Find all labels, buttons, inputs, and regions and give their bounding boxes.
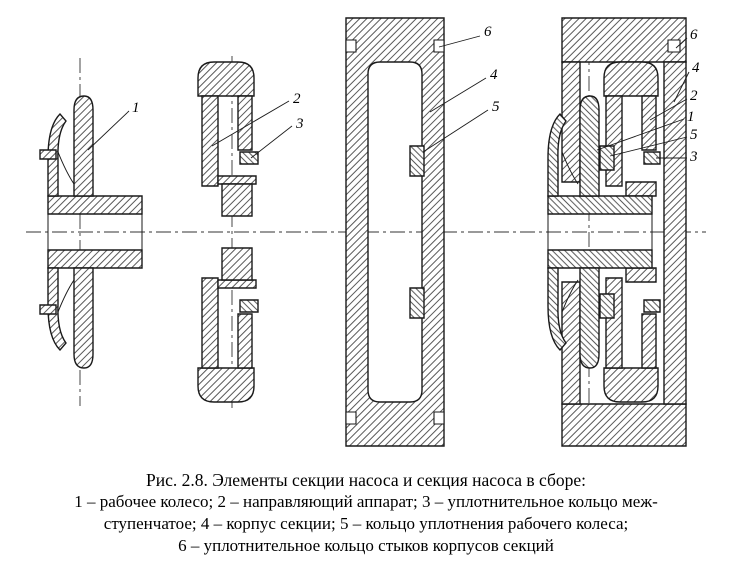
assembly-diffuser-rim-upper [603, 61, 659, 97]
assembly-diffuser-left-wall-lower [605, 277, 623, 369]
view-impeller: 1 [39, 95, 143, 369]
impeller-seal-ring-in-casing-lower [409, 287, 425, 319]
diffuser-rim-upper [197, 61, 255, 97]
casing-joint-groove-top-left [345, 39, 357, 53]
assembly-leader-5 [609, 136, 688, 157]
part-label-3: 3 [295, 116, 304, 132]
view-casing: 6 4 5 [345, 17, 500, 447]
assembly-impeller-shroud-upper [547, 112, 567, 197]
leader-line-5 [422, 109, 489, 153]
assembly-leader-1 [596, 118, 685, 151]
impeller-back-shroud-lower [73, 267, 94, 369]
figure-caption: Рис. 2.8. Элементы секции насоса и секци… [0, 470, 732, 556]
impeller-hub-lower-wall [47, 249, 143, 269]
assembly-leader-2 [649, 98, 688, 121]
leader-line-4 [429, 77, 487, 113]
impeller-front-shroud-lower [47, 267, 67, 352]
assembly-casing-top-band [561, 17, 687, 63]
assembly-impeller-blade-edges [561, 151, 579, 313]
part-label-6: 6 [484, 24, 492, 40]
casing-ring-body [345, 17, 445, 447]
casing-joint-groove-top-right [433, 39, 445, 53]
leader-line-2 [211, 100, 290, 147]
impeller-back-shroud-upper [73, 95, 94, 197]
interstage-seal-ring-upper [239, 151, 259, 165]
casing-joint-groove-bottom-right [433, 411, 445, 425]
diffuser-flange-upper [217, 175, 257, 185]
impeller-seal-step-lower [39, 304, 57, 315]
assembly-leader-4 [673, 71, 690, 103]
assembly-casing-left-wall-lower [561, 281, 581, 405]
assembly-interstage-ring-upper [643, 151, 661, 165]
diffuser-flange-lower [217, 279, 257, 289]
part-label-1: 1 [132, 100, 140, 116]
assembly-diffuser-right-wall-lower [641, 313, 657, 369]
caption-line-2: ступенчатое; 4 – корпус секции; 5 – коль… [103, 513, 629, 533]
impeller-front-shroud-upper [47, 112, 67, 197]
assembly-impeller-seal-ring-lower [599, 293, 615, 319]
assembly-impeller-bore-edges [547, 214, 653, 250]
part-label-4: 4 [490, 67, 498, 83]
part-label-2: 2 [293, 91, 301, 107]
diffuser-hub-lower [221, 247, 253, 281]
diffuser-left-wall-lower [201, 277, 219, 369]
assembly-impeller-shroud-lower [547, 267, 567, 352]
caption-title: Рис. 2.8. Элементы секции насоса и секци… [146, 470, 586, 490]
assembly-diffuser-hub-lower [625, 267, 657, 283]
pump-sections-drawing: 1 2 3 [26, 17, 706, 447]
leader-line-3 [250, 125, 293, 159]
assembly-joint-groove [667, 39, 681, 53]
view-diffuser: 2 3 [197, 61, 304, 403]
interstage-seal-ring-lower [239, 299, 259, 313]
assembly-impeller-hub-upper-wall [547, 195, 653, 215]
assembly-label-3: 3 [689, 149, 698, 165]
assembly-impeller-disc-upper [579, 95, 600, 197]
impeller-seal-step-upper [39, 149, 57, 160]
assembly-interstage-ring-lower [643, 299, 661, 313]
leader-line-1 [87, 110, 130, 151]
assembly-label-4: 4 [692, 60, 700, 76]
assembly-diffuser-hub-upper [625, 181, 657, 197]
assembly-impeller-disc-lower [579, 267, 600, 369]
casing-joint-groove-bottom-left [345, 411, 357, 425]
caption-line-1: 1 – рабочее колесо; 2 – направляющий апп… [74, 492, 658, 511]
diffuser-rim-lower [197, 367, 255, 403]
diffuser-right-wall-lower [237, 313, 253, 369]
impeller-hub-upper-wall [47, 195, 143, 215]
assembly-impeller-seal-ring-upper [599, 145, 615, 171]
assembly-casing-right-wall [663, 61, 687, 405]
caption-line-3: 6 – уплотнительное кольцо стыков корпусо… [178, 535, 554, 555]
assembly-label-5: 5 [690, 127, 698, 143]
assembly-impeller-hub-lower-wall [547, 249, 653, 269]
assembly-label-1: 1 [687, 109, 695, 125]
part-label-5: 5 [492, 99, 500, 115]
view-assembly: 6 4 2 1 5 3 [547, 17, 700, 447]
assembly-diffuser-left-wall-upper [605, 95, 623, 187]
leader-line-6 [438, 35, 481, 48]
assembly-diffuser-right-wall-upper [641, 95, 657, 151]
assembly-leader-6 [675, 37, 688, 49]
assembly-casing-bottom-band [561, 403, 687, 447]
impeller-seal-ring-in-casing-upper [409, 145, 425, 177]
diffuser-right-wall-upper [237, 95, 253, 151]
diffuser-hub-upper [221, 183, 253, 217]
impeller-blade-edges [57, 151, 75, 313]
diffuser-left-wall-upper [201, 95, 219, 187]
assembly-label-2: 2 [690, 88, 698, 104]
impeller-bore-edges [47, 214, 143, 250]
assembly-diffuser-rim-lower [603, 367, 659, 403]
assembly-label-6: 6 [690, 27, 698, 43]
